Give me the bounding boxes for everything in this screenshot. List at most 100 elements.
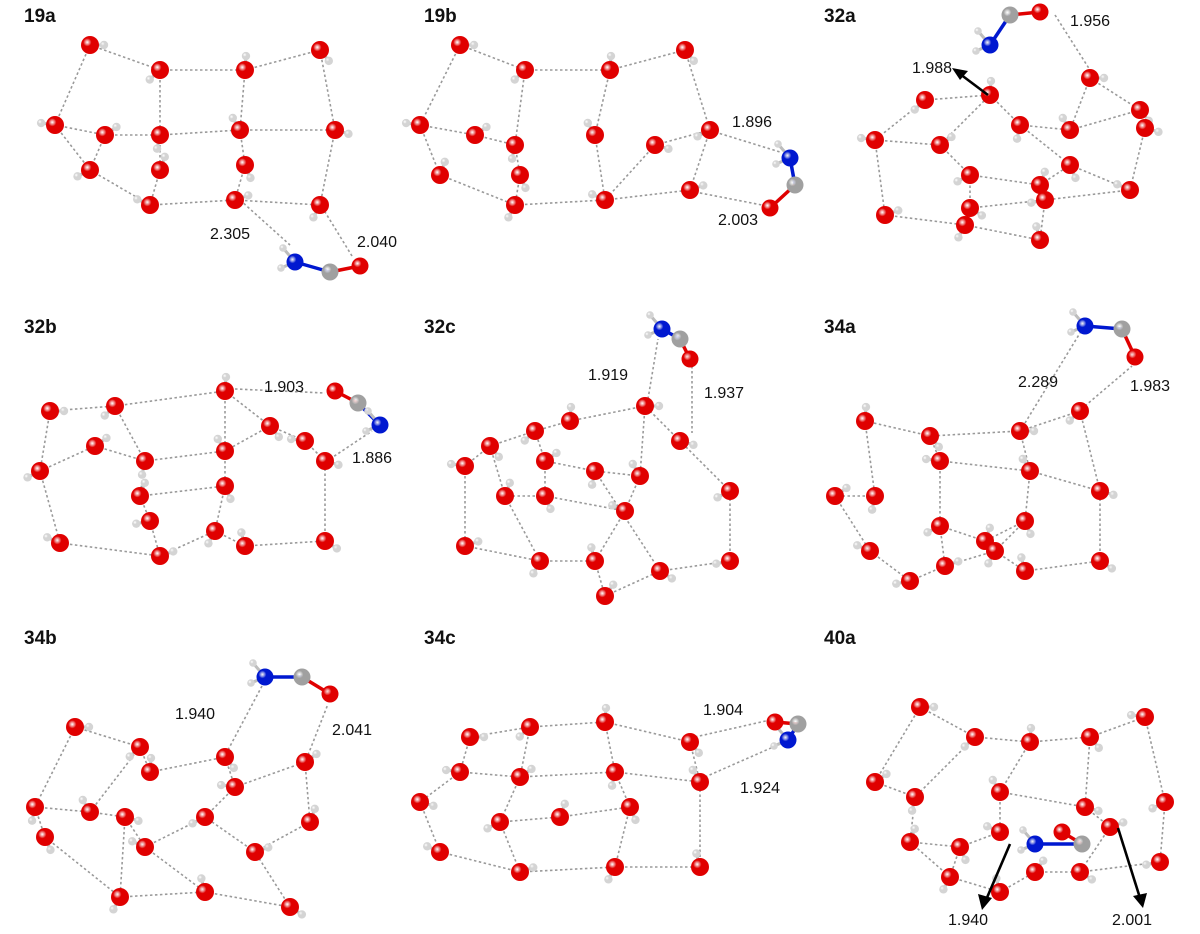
hydrogen-atom — [520, 436, 529, 445]
hbond-line — [1084, 736, 1091, 808]
oxygen-atom — [761, 199, 779, 217]
hydrogen-atom — [1069, 308, 1077, 316]
oxygen-atom — [456, 457, 474, 475]
hbond-line — [459, 44, 526, 71]
cluster-34b — [26, 659, 339, 919]
hydrogen-atom — [310, 804, 319, 814]
carbon-atom — [349, 394, 367, 412]
oxygen-atom — [521, 718, 539, 736]
hbond-line — [1044, 189, 1131, 201]
hydrogen-atom — [146, 753, 156, 763]
hbond-line — [204, 891, 291, 908]
hydrogen-atom — [84, 722, 94, 732]
distance-label: 1.903 — [264, 379, 305, 396]
hbond-line — [974, 736, 1031, 743]
nitrogen-atom — [1026, 835, 1044, 853]
hbond-line — [594, 134, 606, 201]
hydrogen-atom — [606, 51, 616, 61]
hydrogen-atom — [654, 401, 664, 411]
oxygen-atom — [721, 552, 739, 570]
oxygen-atom — [451, 36, 469, 54]
oxygen-atom — [1036, 191, 1054, 209]
hydrogen-atom — [73, 172, 82, 181]
hydrogen-atom — [469, 40, 479, 50]
panel-32a: 32a 1.956 1.988 — [800, 0, 1200, 311]
oxygen-atom — [481, 437, 499, 455]
oxygen-atom — [116, 808, 134, 826]
hbond-line — [464, 545, 541, 562]
hydrogen-atom — [921, 454, 931, 464]
hydrogen-atom — [277, 264, 285, 272]
hbond-line — [949, 876, 1001, 893]
distance-label: 1.919 — [588, 367, 629, 384]
hydrogen-atom — [188, 819, 197, 828]
nitrogen-atom — [286, 253, 304, 271]
hydrogen-atom — [954, 233, 963, 242]
hbond-line — [499, 816, 561, 823]
hydrogen-atom — [160, 152, 169, 162]
nitrogen-atom — [781, 149, 799, 167]
oxygen-atom — [531, 552, 549, 570]
hbond-line — [54, 44, 91, 126]
hydrogen-atom — [505, 478, 514, 488]
oxygen-atom — [411, 116, 429, 134]
distance-label: 1.940 — [948, 912, 989, 929]
hydrogen-atom — [842, 483, 851, 493]
hbond-line — [559, 806, 631, 818]
hydrogen-atom — [226, 494, 235, 504]
nitrogen-atom — [256, 668, 274, 686]
hbond-line — [834, 495, 871, 552]
hbond-line — [504, 495, 541, 562]
oxygen-atom — [691, 773, 709, 791]
hydrogen-atom — [1032, 222, 1041, 231]
hydrogen-atom — [279, 244, 287, 252]
oxygen-atom — [1011, 116, 1029, 134]
oxygen-atom — [1091, 482, 1109, 500]
hbond-line — [254, 851, 291, 908]
hbond-line — [1079, 410, 1101, 492]
oxygen-atom — [461, 728, 479, 746]
panel-label: 32b — [24, 317, 57, 338]
hbond-line — [319, 49, 336, 131]
hydrogen-atom — [494, 452, 504, 462]
hbond-line — [1069, 109, 1141, 131]
oxygen-atom — [81, 36, 99, 54]
hydrogen-atom — [954, 557, 963, 566]
cluster-40a — [866, 698, 1174, 910]
oxygen-atom — [551, 808, 569, 826]
hydrogen-atom — [1094, 743, 1104, 753]
hbond-line — [714, 131, 781, 153]
hydrogen-atom — [1029, 426, 1039, 436]
hbond-line — [254, 821, 311, 853]
hydrogen-atom — [216, 780, 226, 790]
oxygen-atom — [1156, 793, 1174, 811]
oxygen-atom — [631, 467, 649, 485]
hydrogen-atom — [78, 795, 87, 805]
hydrogen-atom — [853, 541, 862, 550]
hbond-line — [419, 801, 441, 853]
oxygen-atom — [151, 161, 169, 179]
oxygen-atom — [636, 397, 654, 415]
panel-label: 32a — [824, 6, 856, 27]
hbond-line — [89, 746, 141, 813]
hydrogen-atom — [934, 442, 944, 452]
oxygen-atom — [1081, 69, 1099, 87]
oxygen-atom — [856, 412, 874, 430]
panel-label: 32c — [424, 317, 456, 338]
hydrogen-atom — [241, 51, 251, 61]
oxygen-atom — [1071, 402, 1089, 420]
oxygen-atom — [216, 382, 234, 400]
hydrogen-atom — [504, 213, 513, 222]
hydrogen-atom — [515, 732, 524, 741]
hydrogen-atom — [986, 76, 996, 86]
distance-label: 2.003 — [718, 212, 759, 229]
hbond-line — [679, 440, 731, 492]
hbond-line — [694, 719, 771, 738]
hbond-line — [144, 450, 226, 462]
hydrogen-atom — [145, 75, 154, 84]
oxygen-atom — [46, 116, 64, 134]
hydrogen-atom — [510, 75, 519, 84]
oxygen-atom — [106, 397, 124, 415]
arrow-line — [984, 843, 1012, 901]
hydrogen-atom — [429, 801, 438, 811]
